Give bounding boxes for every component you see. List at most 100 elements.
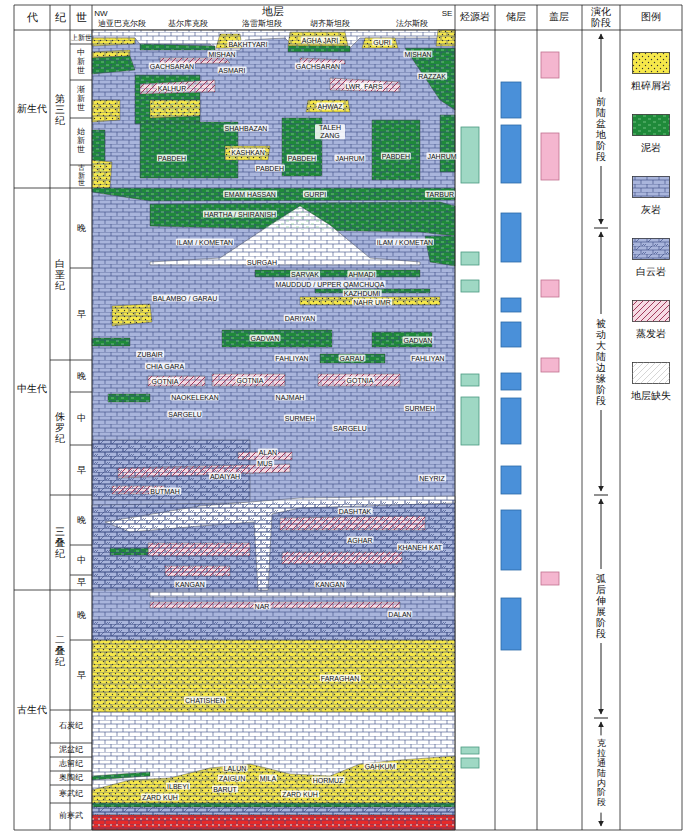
time-unit-label: 第三纪 — [55, 93, 65, 126]
rock-unit — [92, 807, 455, 815]
formation-name: SURGAH — [246, 259, 278, 266]
source-rock-bar — [461, 127, 479, 183]
time-unit-label: 石炭纪 — [59, 722, 83, 730]
stage-arrow — [601, 410, 602, 491]
rock-unit — [320, 354, 385, 363]
formation-name: DALAN — [387, 611, 412, 618]
formation-name: NAJMAH — [275, 394, 306, 401]
column-header: 世 — [76, 12, 87, 23]
grid-line — [50, 710, 92, 711]
time-unit-label: 晚 — [77, 372, 86, 381]
source-rock-bar — [461, 747, 479, 754]
rock-unit — [150, 100, 200, 118]
column-header: 洛雷斯坦段 — [242, 20, 282, 28]
stage-arrow — [601, 166, 602, 224]
formation-name: GAHKUM — [364, 763, 397, 770]
rock-unit — [148, 376, 205, 386]
formation-name: GOTNIA — [346, 377, 375, 384]
formation-name: GARAU — [339, 355, 366, 362]
legend-label: 粗碎屑岩 — [631, 79, 671, 93]
reservoir-bar — [501, 373, 521, 390]
column-header: 胡齐斯坦段 — [310, 20, 350, 28]
column-header: 纪 — [55, 12, 66, 23]
legend-label: 灰岩 — [641, 203, 661, 217]
rock-unit — [92, 772, 150, 780]
formation-name: RAZZAK — [417, 73, 447, 80]
chart-graphic — [14, 5, 682, 830]
formation-name: KAZHDUMI — [343, 290, 382, 297]
rock-unit — [92, 338, 130, 346]
time-unit-label: 始新世 — [77, 128, 85, 154]
column-header: 烃源岩 — [460, 12, 490, 22]
reservoir-bar — [501, 82, 521, 118]
formation-name: AHWAZ — [316, 103, 343, 110]
rock-unit — [110, 548, 148, 555]
grid-line — [14, 188, 92, 189]
rock-unit — [92, 30, 455, 830]
legend-swatch — [632, 52, 670, 74]
grid-line — [70, 5, 71, 830]
grid-line — [70, 392, 92, 393]
formation-name: GACHSARAN — [295, 63, 341, 70]
rock-unit — [436, 30, 455, 46]
stage-label: 弧后伸展阶段 — [596, 573, 606, 639]
rock-unit — [255, 270, 420, 277]
formation-name: GACHSARAN — [149, 63, 195, 70]
rock-unit — [140, 44, 215, 50]
time-unit-label: 渐新世 — [77, 86, 85, 112]
legend-label: 白云岩 — [636, 265, 666, 279]
rock-unit — [222, 330, 332, 347]
time-unit-label: 中 — [77, 556, 86, 565]
rock-unit — [92, 30, 455, 50]
rock-unit — [212, 374, 285, 386]
legend-swatch — [632, 114, 670, 136]
rock-unit — [150, 206, 420, 265]
rock-unit — [150, 100, 200, 118]
time-unit-label: 早 — [77, 310, 86, 319]
rock-unit — [280, 516, 425, 530]
legend-color — [633, 239, 670, 260]
source-rock-bar — [461, 374, 479, 386]
formation-name: BALAMBO / GARAU — [152, 295, 219, 302]
time-unit-label: 中 — [77, 414, 86, 423]
rock-unit — [150, 592, 455, 597]
rock-unit — [300, 297, 440, 305]
rock-unit — [92, 803, 455, 807]
formation-name: PABDEH — [255, 165, 285, 172]
rock-unit — [288, 32, 348, 46]
grid-line — [495, 5, 496, 830]
legend-label: 泥岩 — [641, 141, 661, 155]
reservoir-bar — [501, 322, 521, 347]
rock-unit — [92, 815, 455, 830]
legend-texture — [633, 301, 670, 322]
time-unit-label: 三叠纪 — [55, 526, 65, 559]
grid-line — [70, 545, 92, 546]
rock-unit — [282, 552, 402, 564]
formation-name: FARAGHAN — [320, 675, 361, 682]
source-rock-bar — [461, 252, 479, 265]
legend-color — [633, 301, 670, 322]
formation-name: ZARD KUH — [281, 791, 319, 798]
formation-name: HARTHA / SHIRANISH — [203, 211, 277, 218]
rock-unit — [362, 38, 398, 48]
column-header: 盖层 — [549, 12, 569, 22]
time-unit-label: 志留纪 — [59, 760, 83, 768]
formation-name: KALHUR — [157, 85, 187, 92]
rock-unit — [105, 496, 455, 590]
source-rock-bar — [461, 397, 479, 445]
grid-line — [50, 495, 92, 496]
time-unit-label: 前寒武 — [59, 812, 83, 820]
column-header: 储层 — [506, 12, 526, 22]
grid-line — [70, 640, 92, 641]
legend-swatch — [632, 238, 670, 260]
rock-unit — [165, 566, 230, 576]
formation-name: DARIYAN — [284, 315, 317, 322]
formation-name: JAHRUM — [426, 153, 457, 160]
rock-unit — [225, 146, 270, 160]
grid-line — [70, 268, 92, 269]
stage-arrow — [601, 643, 602, 714]
column-header: 代 — [27, 12, 38, 23]
rock-unit — [150, 602, 400, 608]
time-unit-label: 晚 — [77, 516, 86, 525]
